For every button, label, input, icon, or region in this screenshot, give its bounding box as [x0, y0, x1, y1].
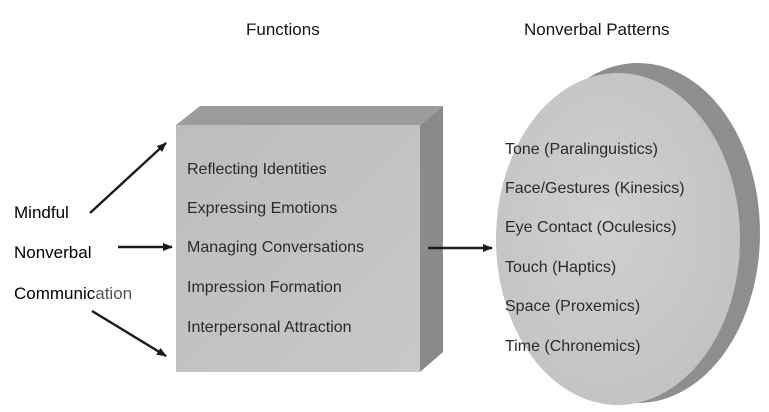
pattern-item: Eye Contact (Oculesics)	[505, 219, 677, 236]
box-top-face	[176, 106, 443, 125]
arrow-communication-to-box	[91, 309, 167, 358]
function-item: Managing Conversations	[187, 239, 364, 256]
pattern-item: Space (Proxemics)	[505, 298, 641, 315]
arrow-mindful-to-box	[89, 142, 167, 214]
nonverbal-label: Nonverbal	[14, 243, 92, 262]
functions-heading: Functions	[246, 20, 320, 39]
pattern-item: Face/Gestures (Kinesics)	[505, 180, 685, 197]
mindful-label: Mindful	[14, 203, 69, 222]
communication-label-dark: Communic	[14, 284, 96, 303]
function-item: Interpersonal Attraction	[187, 319, 352, 336]
box-side-face	[420, 106, 443, 372]
nonverbal-patterns-heading: Nonverbal Patterns	[524, 20, 670, 39]
communication-label-light: ation	[95, 284, 133, 303]
function-item: Impression Formation	[187, 279, 342, 296]
box-front-face	[176, 125, 420, 372]
pattern-item: Touch (Haptics)	[505, 259, 617, 276]
pattern-item: Tone (Paralinguistics)	[505, 141, 658, 158]
pattern-item: Time (Chronemics)	[505, 338, 641, 355]
function-item: Expressing Emotions	[187, 200, 338, 217]
communication-label: Communication	[14, 285, 132, 302]
function-item: Reflecting Identities	[187, 161, 327, 178]
oval-face	[496, 73, 740, 405]
